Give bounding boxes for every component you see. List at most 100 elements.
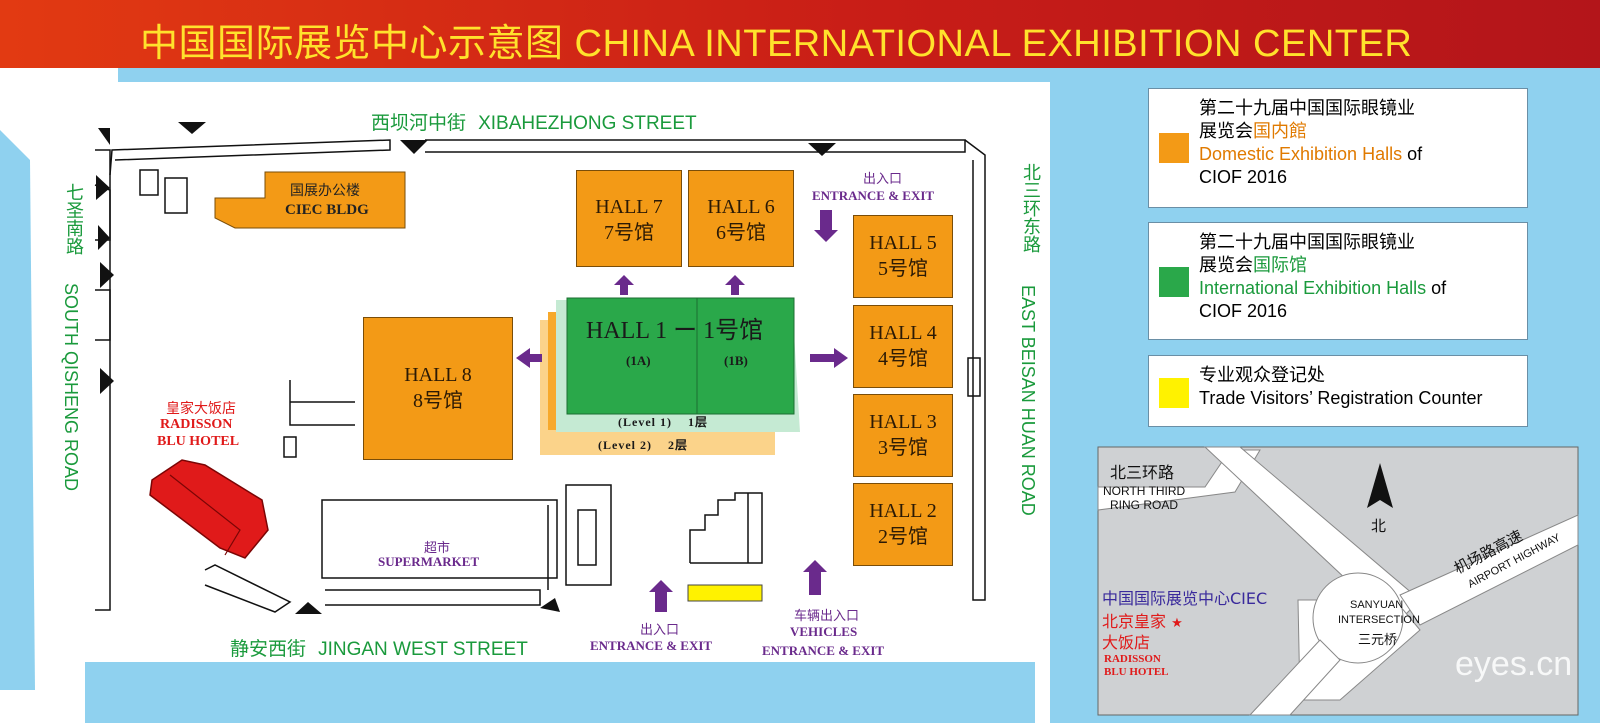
inset-ciec-label: 中国国际展览中心CIEC: [1102, 589, 1268, 608]
office-annex-2: [164, 177, 188, 214]
arrow-down-entrance: [814, 210, 838, 242]
title-bar: 中国国际展览中心示意图 CHINA INTERNATIONAL EXHIBITI…: [0, 0, 1600, 68]
legend-domestic: 第二十九届中国国际眼镜业 展览会国内館 Domestic Exhibition …: [1148, 88, 1528, 208]
gate-marker: [98, 225, 110, 250]
street-north: 西坝河中街 XIBAHEZHONG STREET: [371, 112, 697, 134]
hall-4-cn: 4号馆: [878, 348, 928, 370]
inset-intersection: [1312, 572, 1404, 664]
hall-2-cn: 2号馆: [878, 526, 928, 548]
registration-counter: [687, 584, 763, 602]
annex-2: [577, 509, 597, 566]
road-inner-1: [289, 380, 355, 426]
hall-1-title[interactable]: HALL 1 ー 1号馆: [586, 318, 764, 344]
watermark-eyes: eyes.cn: [1455, 645, 1573, 683]
inset-hotel-en1: RADISSON: [1104, 653, 1161, 665]
inset-road-airport: [1399, 514, 1579, 626]
stepped-building: [689, 492, 763, 564]
legend-swatch-international: [1159, 267, 1189, 297]
road-east-1: [964, 139, 986, 601]
street-east-cn: 北三环东路: [1020, 163, 1041, 253]
hall-8[interactable]: HALL 8 8号馆: [363, 317, 513, 460]
hall-1-level1: (Level 1) 1层: [618, 415, 708, 429]
hall-5-en: HALL 5: [869, 232, 937, 254]
office-annex-1: [139, 169, 159, 196]
arrow-up-entrance: [649, 580, 673, 612]
vehicle-entrance-cn: 车辆出入口: [794, 609, 860, 624]
gate-marker: [178, 122, 206, 134]
inset-hotel-cn2: 大饭店: [1102, 633, 1151, 652]
street-south: 静安西街 JINGAN WEST STREET: [230, 638, 528, 660]
gate-marker: [96, 175, 110, 200]
hall-7-en: HALL 7: [595, 196, 663, 218]
supermarket-building: [321, 499, 558, 579]
inset-road-en1: NORTH THIRD: [1103, 484, 1186, 498]
hotel-label-en1: RADISSON: [160, 417, 233, 432]
arrow-right-halls: [810, 348, 848, 368]
legend-swatch-domestic: [1159, 133, 1189, 163]
inset-intersection-cn: 三元桥: [1358, 633, 1398, 648]
ciec-building-shape: [214, 171, 406, 229]
vehicle-entrance-en2: ENTRANCE & EXIT: [762, 643, 885, 658]
entrance-top-cn: 出入口: [863, 172, 903, 187]
water-left: [0, 130, 35, 690]
road-north-1: [109, 139, 391, 176]
gate-marker: [100, 262, 114, 288]
legend-registration: 专业观众登记处 Trade Visitors’ Registration Cou…: [1148, 355, 1528, 427]
hall-6-en: HALL 6: [707, 196, 775, 218]
inset-intersection-en2: INTERSECTION: [1338, 614, 1420, 626]
hall-8-cn: 8号馆: [413, 390, 463, 412]
arrow-up-hall6: [725, 275, 745, 295]
gate-marker: [98, 128, 110, 145]
supermarket-label-en: SUPERMARKET: [378, 554, 480, 569]
hall1-box: [566, 297, 795, 415]
hall-8-en: HALL 8: [404, 364, 472, 386]
hotel-building-shape: [149, 459, 269, 559]
east-gate-post: [967, 357, 981, 397]
hall-6-cn: 6号馆: [716, 222, 766, 244]
legend-swatch-registration: [1159, 378, 1189, 408]
vehicle-entrance-en1: VEHICLES: [790, 624, 858, 639]
inset-hotel-cn1: 北京皇家 ★: [1102, 612, 1183, 631]
street-east-en: EAST BEISAN HUAN ROAD: [1018, 285, 1038, 516]
arrow-up-hall7: [614, 275, 634, 295]
hall-2[interactable]: HALL 2 2号馆: [853, 483, 953, 566]
arrow-up-vehicles: [803, 560, 827, 595]
legend-registration-text: 专业观众登记处 Trade Visitors’ Registration Cou…: [1199, 365, 1483, 408]
hotel-star-icon: ★: [1171, 616, 1183, 631]
entrance-bottom-en: ENTRANCE & EXIT: [590, 638, 713, 653]
ciec-label-en: CIEC BLDG: [285, 202, 369, 218]
water-bottom: [85, 662, 1035, 723]
gate-marker: [808, 143, 836, 156]
street-west-en: SOUTH QISHENG ROAD: [61, 283, 81, 492]
street-west-cn: 七圣南路: [63, 183, 84, 255]
road-south-a: [204, 564, 292, 613]
entrance-bottom-cn: 出入口: [640, 623, 680, 638]
hall-5[interactable]: HALL 5 5号馆: [853, 215, 953, 298]
gate-marker: [100, 368, 114, 394]
hall-4-en: HALL 4: [869, 322, 937, 344]
hall-6[interactable]: HALL 6 6号馆: [688, 170, 794, 267]
inset-road-cn: 北三环路: [1110, 463, 1175, 482]
ciec-label-cn: 国展办公楼: [290, 183, 360, 199]
annex-1: [565, 484, 612, 586]
gate-marker: [400, 140, 428, 154]
legend-international-text: 第二十九届中国国际眼镜业 展览会国际馆 International Exhibi…: [1199, 232, 1447, 321]
map-title: 中国国际展览中心示意图 CHINA INTERNATIONAL EXHIBITI…: [140, 23, 1413, 65]
inset-road-north-third: [1097, 449, 1261, 511]
legend-domestic-text: 第二十九届中国国际眼镜业 展览会国内館 Domestic Exhibition …: [1199, 98, 1423, 187]
legend-international: 第二十九届中国国际眼镜业 展览会国际馆 International Exhibi…: [1148, 222, 1528, 340]
hotel-label-cn: 皇家大饭店: [166, 401, 236, 417]
water-top: [118, 68, 1050, 82]
hall-4[interactable]: HALL 4 4号馆: [853, 305, 953, 388]
inset-hotel-en2: BLU HOTEL: [1104, 666, 1169, 678]
arrow-left-hall8: [516, 348, 542, 368]
entrance-top-en: ENTRANCE & EXIT: [812, 188, 935, 203]
hall-1a: (1A): [626, 353, 651, 368]
hall-2-en: HALL 2: [869, 500, 937, 522]
gate-post: [283, 436, 297, 458]
hall-1-level2: (Level 2) 2层: [598, 438, 688, 452]
hall-5-cn: 5号馆: [878, 258, 928, 280]
